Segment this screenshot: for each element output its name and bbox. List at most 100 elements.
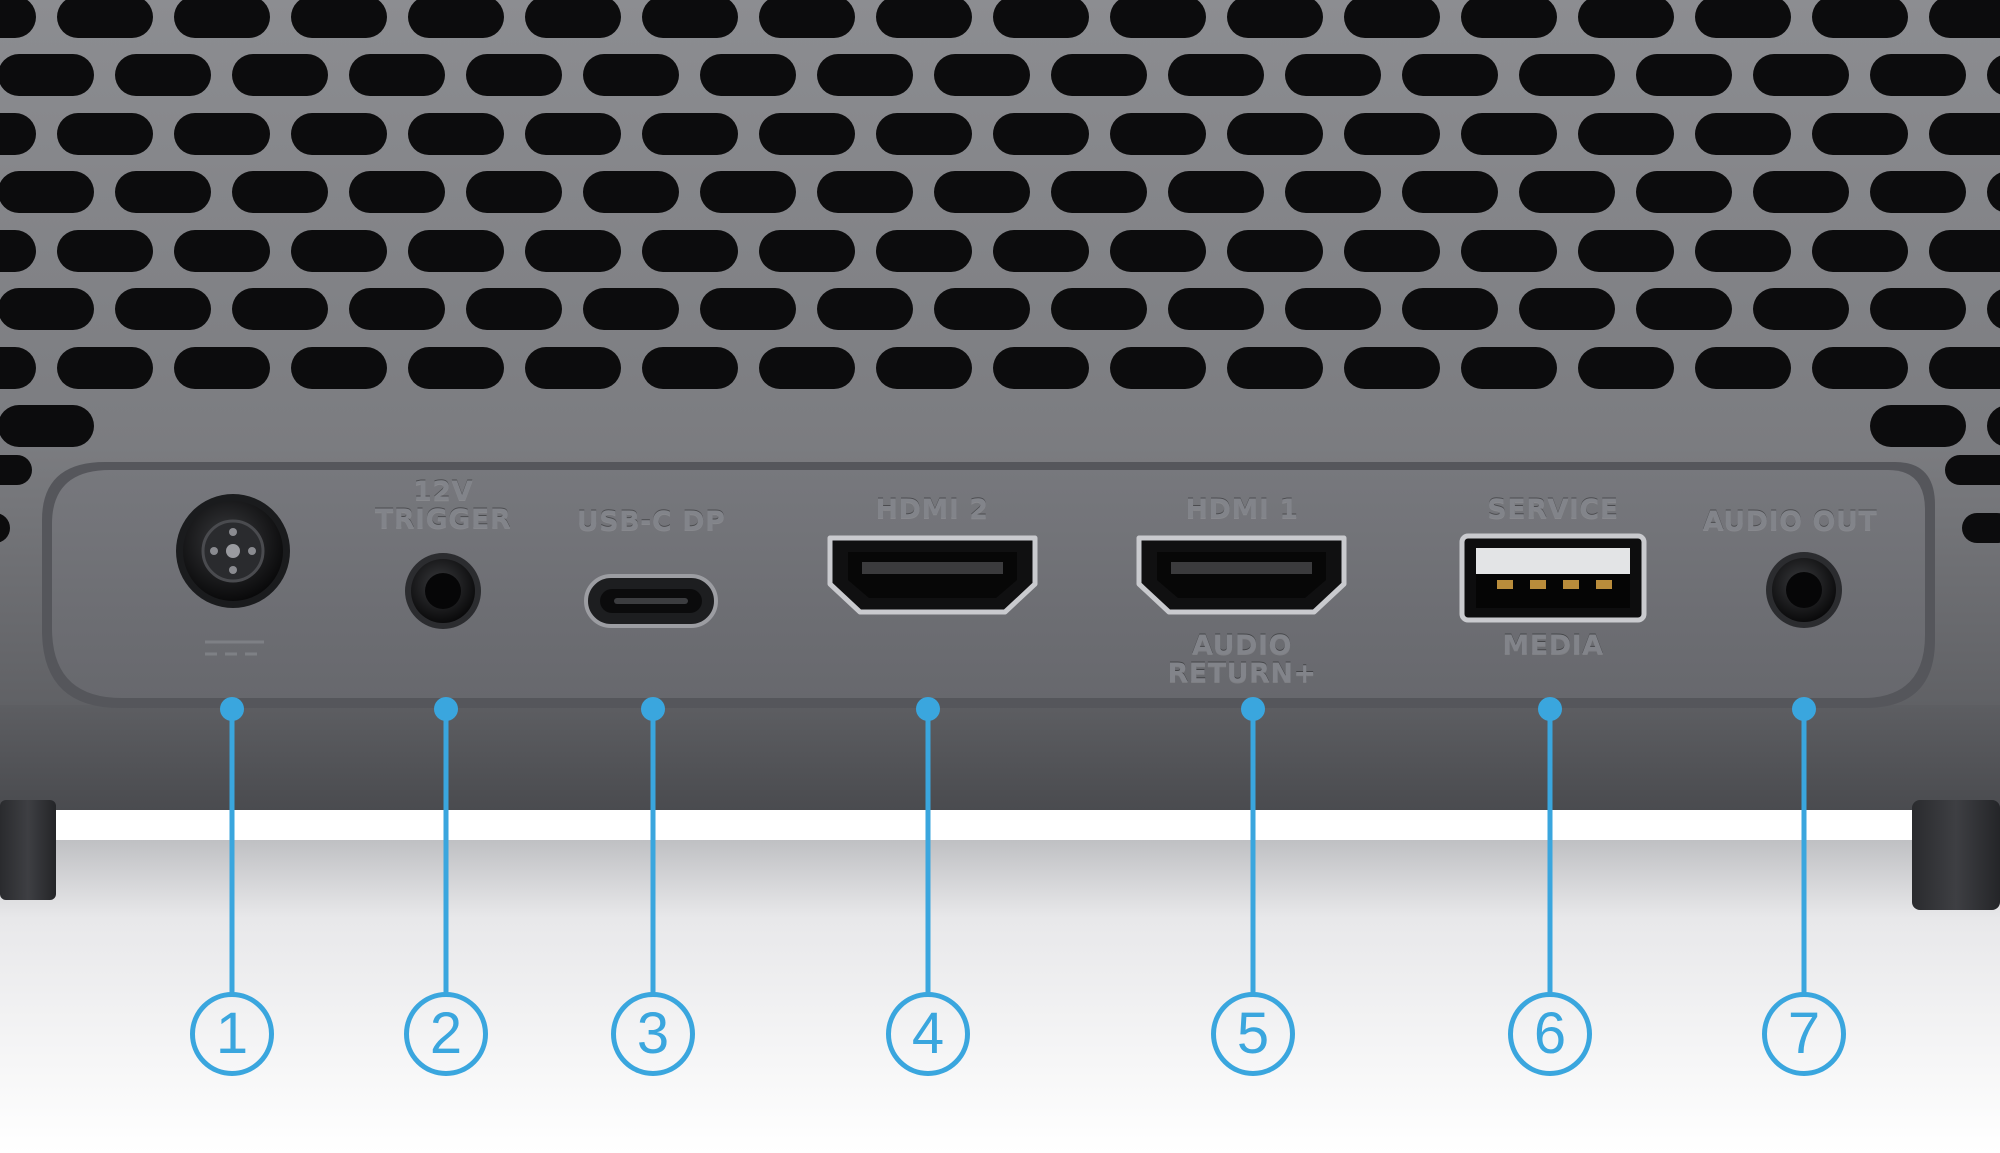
vent-hole (349, 54, 445, 96)
vent-hole (115, 54, 211, 96)
vent-hole (1987, 55, 2000, 95)
vent-hole (993, 0, 1089, 38)
vent-hole (1578, 0, 1674, 38)
vent-hole (0, 0, 36, 38)
vent-hole (1812, 0, 1908, 38)
callout-dot-3 (641, 697, 665, 721)
vent-hole (1812, 113, 1908, 155)
vent-hole (1753, 171, 1849, 213)
vent-hole (642, 0, 738, 38)
vent-hole (0, 455, 32, 485)
vent-hole (466, 288, 562, 330)
vent-hole (1051, 171, 1147, 213)
chassis-bottom-edge (0, 705, 2000, 810)
vent-hole (291, 0, 387, 38)
vent-hole (934, 288, 1030, 330)
vent-hole (993, 113, 1089, 155)
vent-hole (0, 171, 94, 213)
vent-hole (1519, 171, 1615, 213)
vent-hole (759, 347, 855, 389)
vent-hole (57, 347, 153, 389)
vent-hole (642, 347, 738, 389)
vent-hole (1695, 113, 1791, 155)
vent-hole (1110, 113, 1206, 155)
vent-hole (174, 0, 270, 38)
usb-c-port (584, 574, 718, 628)
vent-hole (1051, 288, 1147, 330)
vent-hole (1929, 230, 2000, 272)
vent-hole (642, 113, 738, 155)
callout-dot-6 (1538, 697, 1562, 721)
vent-hole (1402, 288, 1498, 330)
vent-hole (1402, 54, 1498, 96)
port-6-label: SERVICE (1487, 494, 1619, 525)
vent-hole (525, 347, 621, 389)
vent-hole (174, 113, 270, 155)
vent-hole (1695, 347, 1791, 389)
vent-hole (1227, 230, 1323, 272)
vent-hole (817, 54, 913, 96)
vent-hole (1812, 230, 1908, 272)
vent-hole (759, 230, 855, 272)
vent-hole (1344, 0, 1440, 38)
vent-hole (700, 54, 796, 96)
vent-hole (1461, 0, 1557, 38)
vent-hole (466, 54, 562, 96)
vent-hole (1461, 113, 1557, 155)
vent-hole (57, 230, 153, 272)
vent-hole (1227, 347, 1323, 389)
vent-hole (1519, 288, 1615, 330)
vent-hole (1168, 288, 1264, 330)
vent-hole (174, 347, 270, 389)
vent-hole (291, 230, 387, 272)
ventilation-grille (0, 0, 2000, 543)
vent-hole (1929, 0, 2000, 38)
vent-hole (817, 288, 913, 330)
vent-hole (408, 347, 504, 389)
vent-hole (1929, 113, 2000, 155)
callout-number-7: 7 (1762, 992, 1846, 1076)
callout-number-5: 5 (1211, 992, 1295, 1076)
port-6-sublabel: MEDIA (1502, 630, 1604, 661)
vent-hole (1344, 230, 1440, 272)
vent-hole (642, 230, 738, 272)
callout-dot-5 (1241, 697, 1265, 721)
vent-hole (700, 288, 796, 330)
vent-hole (57, 113, 153, 155)
vent-hole (1051, 54, 1147, 96)
vent-hole (1636, 288, 1732, 330)
port-4-label: HDMI 2 (875, 494, 989, 525)
dc-power-symbol-icon (205, 640, 264, 656)
vent-hole (0, 405, 94, 447)
vent-hole (291, 113, 387, 155)
callout-dot-2 (434, 697, 458, 721)
vent-hole (115, 171, 211, 213)
vent-hole (0, 347, 36, 389)
vent-hole (583, 288, 679, 330)
vent-hole (934, 171, 1030, 213)
vent-hole (1636, 54, 1732, 96)
callout-number-6: 6 (1508, 992, 1592, 1076)
vent-hole (1987, 406, 2000, 446)
vent-hole (1110, 230, 1206, 272)
vent-hole (759, 0, 855, 38)
vent-hole (1344, 347, 1440, 389)
vent-hole (1870, 405, 1966, 447)
port-7-label: AUDIO OUT (1702, 506, 1878, 537)
vent-hole (1929, 347, 2000, 389)
vent-hole (525, 0, 621, 38)
callout-number-4: 4 (886, 992, 970, 1076)
vent-hole (1110, 347, 1206, 389)
vent-hole (1987, 172, 2000, 212)
vent-hole (1962, 513, 2000, 543)
vent-hole (876, 0, 972, 38)
dc-power-port (176, 494, 290, 608)
vent-hole (1578, 113, 1674, 155)
vent-hole (349, 171, 445, 213)
vent-hole (1870, 171, 1966, 213)
vent-hole (1227, 0, 1323, 38)
vent-hole (1695, 0, 1791, 38)
hdmi-2-port (827, 535, 1038, 615)
vent-hole (759, 113, 855, 155)
